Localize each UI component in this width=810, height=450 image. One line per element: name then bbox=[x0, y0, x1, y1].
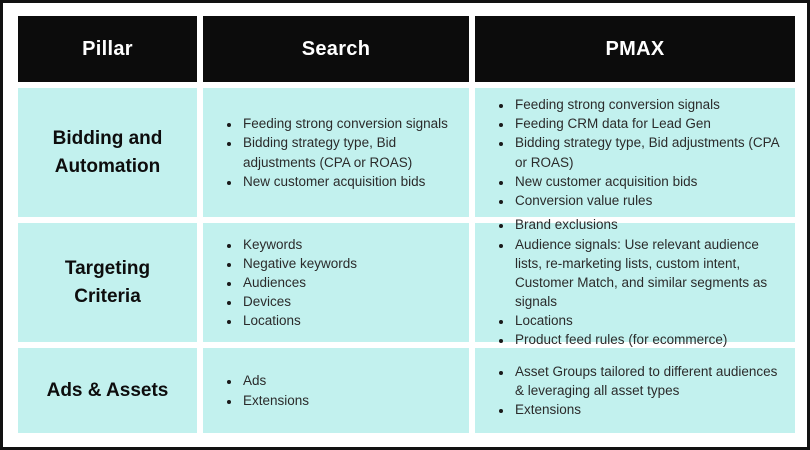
column-header-pmax: PMAX bbox=[475, 16, 795, 82]
bullet-list: Asset Groups tailored to different audie… bbox=[489, 362, 785, 419]
bullet-item: Ads bbox=[241, 371, 459, 390]
bullet-item: Audience signals: Use relevant audience … bbox=[513, 235, 785, 312]
pmax-cell-targeting-criteria: Brand exclusionsAudience signals: Use re… bbox=[475, 217, 795, 347]
bullet-item: Feeding strong conversion signals bbox=[513, 95, 785, 114]
search-cell-bidding-and-automation: Feeding strong conversion signalsBidding… bbox=[203, 88, 469, 217]
bullet-item: Bidding strategy type, Bid adjustments (… bbox=[513, 133, 785, 171]
pillar-label-bidding-and-automation: Bidding and Automation bbox=[18, 88, 197, 217]
bullet-item: Locations bbox=[241, 311, 459, 330]
bullet-item: Devices bbox=[241, 292, 459, 311]
search-cell-ads-and-assets: AdsExtensions bbox=[203, 348, 469, 433]
bullet-item: Extensions bbox=[241, 391, 459, 410]
bullet-list: Feeding strong conversion signalsBidding… bbox=[217, 114, 459, 191]
pillar-label-ads-and-assets: Ads & Assets bbox=[18, 348, 197, 433]
bullet-item: New customer acquisition bids bbox=[513, 172, 785, 191]
bullet-item: New customer acquisition bids bbox=[241, 172, 459, 191]
pillar-label-targeting-criteria: Targeting Criteria bbox=[18, 223, 197, 342]
bullet-item: Extensions bbox=[513, 400, 785, 419]
pillar-comparison-table: Pillar Search PMAX Bidding and Automatio… bbox=[18, 16, 795, 434]
bullet-item: Product feed rules (for ecommerce) bbox=[513, 330, 785, 349]
bullet-item: Feeding CRM data for Lead Gen bbox=[513, 114, 785, 133]
bullet-item: Locations bbox=[513, 311, 785, 330]
column-header-pillar: Pillar bbox=[18, 16, 197, 82]
search-cell-targeting-criteria: KeywordsNegative keywordsAudiencesDevice… bbox=[203, 223, 469, 342]
bullet-list: Feeding strong conversion signalsFeeding… bbox=[489, 95, 785, 210]
bullet-item: Asset Groups tailored to different audie… bbox=[513, 362, 785, 400]
bullet-item: Audiences bbox=[241, 273, 459, 292]
bullet-item: Keywords bbox=[241, 235, 459, 254]
bullet-item: Conversion value rules bbox=[513, 191, 785, 210]
bullet-item: Bidding strategy type, Bid adjustments (… bbox=[241, 133, 459, 171]
bullet-item: Feeding strong conversion signals bbox=[241, 114, 459, 133]
column-header-search: Search bbox=[203, 16, 469, 82]
bullet-list: KeywordsNegative keywordsAudiencesDevice… bbox=[217, 235, 459, 331]
bullet-list: AdsExtensions bbox=[217, 371, 459, 409]
bullet-item: Negative keywords bbox=[241, 254, 459, 273]
bullet-item: Brand exclusions bbox=[513, 215, 785, 234]
pmax-cell-ads-and-assets: Asset Groups tailored to different audie… bbox=[475, 348, 795, 433]
bullet-list: Brand exclusionsAudience signals: Use re… bbox=[489, 215, 785, 349]
pmax-cell-bidding-and-automation: Feeding strong conversion signalsFeeding… bbox=[475, 88, 795, 217]
